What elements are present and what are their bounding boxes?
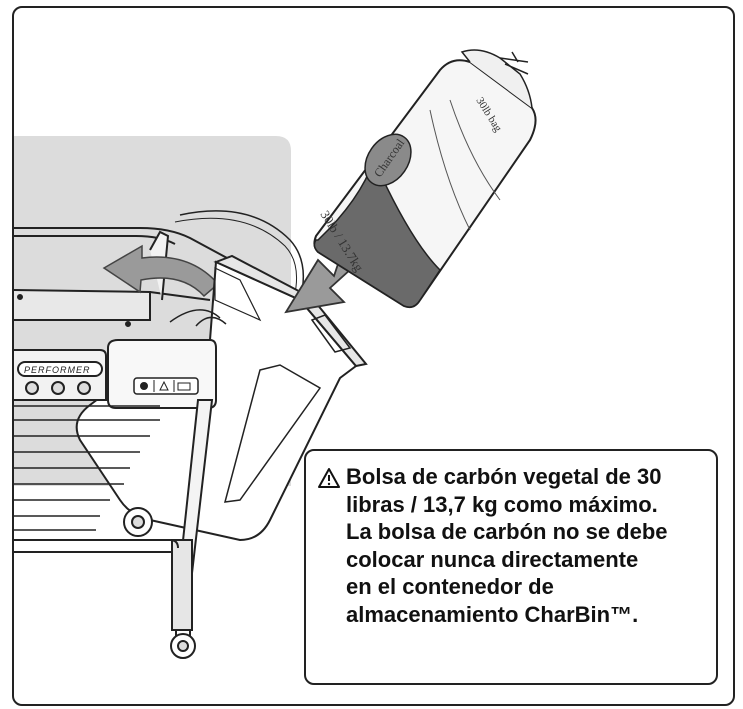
warning-callout: Bolsa de carbón vegetal de 30 libras / 1…	[304, 449, 718, 685]
warning-text: Bolsa de carbón vegetal de 30 libras / 1…	[346, 464, 668, 627]
warning-triangle-icon	[318, 468, 340, 488]
charcoal-bag	[313, 49, 537, 309]
control-panel	[14, 339, 217, 409]
rotate-arrow	[102, 244, 220, 298]
wire-shelf	[14, 405, 179, 553]
brand-label: PERFORMER	[24, 365, 91, 375]
cart-leg	[123, 399, 214, 659]
